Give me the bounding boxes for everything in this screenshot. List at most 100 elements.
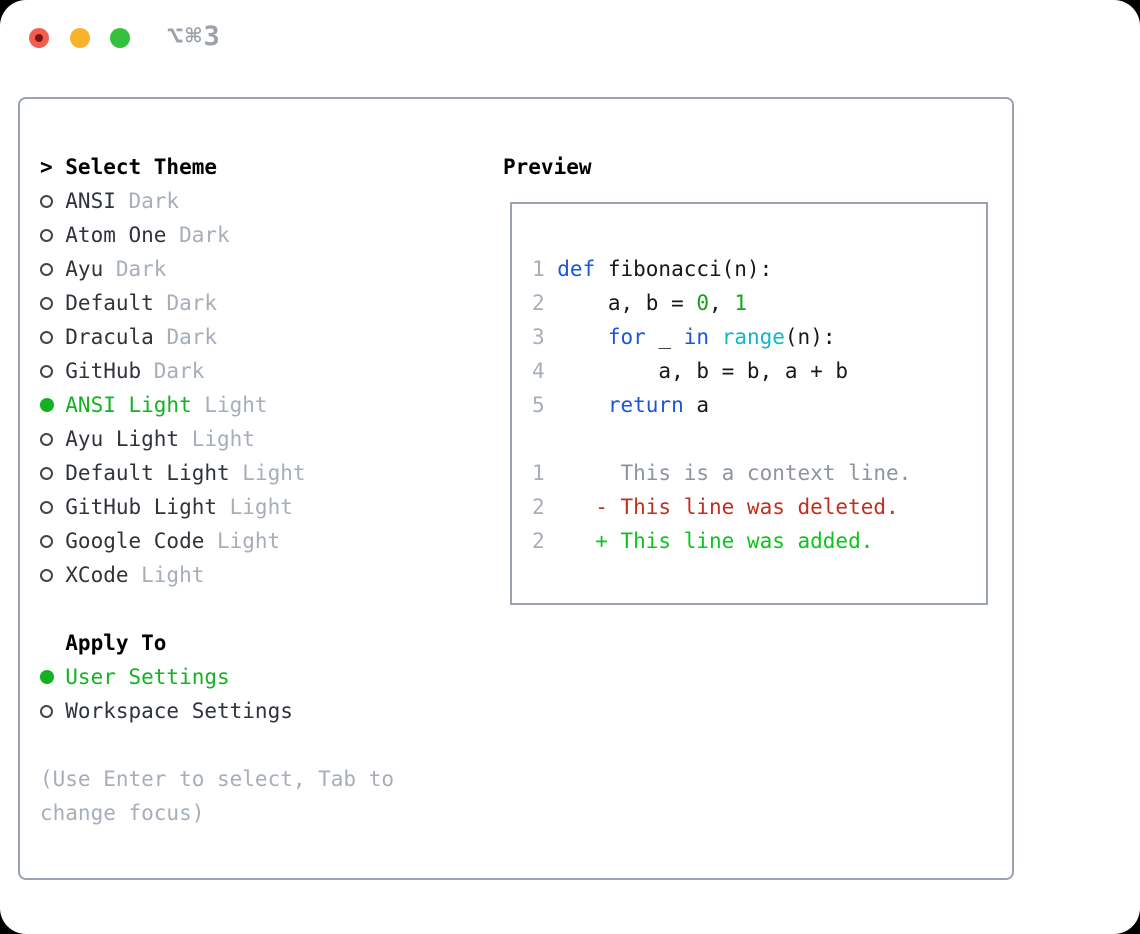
apply-to-option[interactable]: Workspace Settings (40, 694, 293, 728)
theme-option[interactable]: ANSI Light Light (40, 388, 306, 422)
line-number: 3 (532, 325, 545, 349)
radio-icon (40, 670, 54, 684)
code-token: fibonacci(n): (595, 257, 773, 281)
code-token: for (607, 325, 646, 349)
code-token: 1 (734, 291, 747, 315)
code-token (557, 325, 608, 349)
code-line: 4 a, b = b, a + b (532, 354, 986, 388)
theme-name: Atom One (65, 223, 167, 247)
radio-icon (40, 398, 54, 412)
radio-cell (40, 568, 65, 582)
line-number: 2 (532, 529, 545, 553)
apply-to-label: User Settings (65, 665, 230, 689)
keyboard-hint: (Use Enter to select, Tab to change focus… (40, 762, 394, 830)
code-line: 1 This is a context line. (532, 456, 986, 490)
theme-name: Default (65, 291, 154, 315)
code-text: This is a context line. (557, 461, 911, 485)
close-record-dot-icon (35, 34, 43, 42)
code-line (532, 422, 986, 456)
radio-icon (40, 432, 53, 446)
radio-cell (40, 228, 65, 242)
code-token: (n): (784, 325, 836, 349)
radio-cell (40, 330, 65, 344)
code-token: , (709, 291, 735, 315)
theme-name: GitHub (65, 359, 142, 383)
code-text: return a (557, 393, 709, 417)
line-number: 1 (532, 257, 545, 281)
radio-icon (40, 500, 53, 514)
apply-to-option[interactable]: User Settings (40, 660, 293, 694)
code-text: def fibonacci(n): (557, 257, 772, 281)
focus-caret-icon: > (40, 155, 53, 179)
keyboard-hint-line: change focus) (40, 801, 205, 825)
radio-cell (40, 296, 65, 310)
radio-icon (40, 228, 53, 242)
code-line: 1 def fibonacci(n): (532, 252, 986, 286)
radio-icon (40, 568, 53, 582)
radio-icon (40, 466, 53, 480)
theme-variant: Light (141, 563, 205, 587)
code-line: 3 for _ in range(n): (532, 320, 986, 354)
theme-variant: Dark (128, 189, 180, 213)
radio-icon (40, 296, 53, 310)
radio-cell (40, 432, 65, 446)
theme-name: Default Light (65, 461, 230, 485)
line-number: 2 (532, 291, 545, 315)
theme-variant: Light (191, 427, 255, 451)
theme-list-title-text: Select Theme (65, 155, 217, 179)
theme-variant: Light (229, 495, 293, 519)
radio-cell (40, 194, 65, 208)
theme-variant: Light (204, 393, 268, 417)
radio-cell (40, 704, 65, 718)
theme-option[interactable]: GitHub Light Light (40, 490, 306, 524)
theme-option[interactable]: Default Dark (40, 286, 306, 320)
radio-cell (40, 364, 65, 378)
theme-option[interactable]: Atom One Dark (40, 218, 306, 252)
code-token: a, b = b, a + b (557, 359, 849, 383)
line-number: 2 (532, 495, 545, 519)
theme-variant: Light (242, 461, 306, 485)
theme-variant: Light (217, 529, 281, 553)
theme-name: Google Code (65, 529, 205, 553)
radio-cell (40, 466, 65, 480)
theme-name: GitHub Light (65, 495, 217, 519)
theme-list-title: > Select Theme (40, 150, 306, 184)
minimize-button[interactable] (70, 28, 90, 48)
code-token: - This line was deleted. (557, 495, 899, 519)
theme-option[interactable]: Default Light Light (40, 456, 306, 490)
theme-variant: Dark (166, 291, 218, 315)
close-button[interactable] (29, 28, 49, 48)
radio-icon (40, 534, 53, 548)
code-token (709, 325, 722, 349)
keyboard-hint-line: (Use Enter to select, Tab to (40, 767, 395, 791)
theme-variant: Dark (166, 325, 218, 349)
theme-variant: Dark (115, 257, 167, 281)
radio-cell (40, 534, 65, 548)
theme-variant: Dark (179, 223, 230, 247)
code-token: + This line was added. (557, 529, 874, 553)
line-number: 5 (532, 393, 545, 417)
radio-icon (40, 364, 53, 378)
zoom-button[interactable] (110, 28, 130, 48)
theme-option[interactable]: Google Code Light (40, 524, 306, 558)
code-line: 2 - This line was deleted. (532, 490, 986, 524)
theme-option[interactable]: Dracula Dark (40, 320, 306, 354)
theme-name: Dracula (65, 325, 154, 349)
code-token: in (683, 325, 710, 349)
theme-name: ANSI Light (65, 393, 192, 417)
window-shortcut-label: ⌥⌘3 (167, 21, 222, 52)
code-token: range (721, 325, 785, 349)
radio-cell (40, 670, 65, 684)
apply-to-title: Apply To (40, 626, 293, 660)
radio-icon (40, 330, 53, 344)
